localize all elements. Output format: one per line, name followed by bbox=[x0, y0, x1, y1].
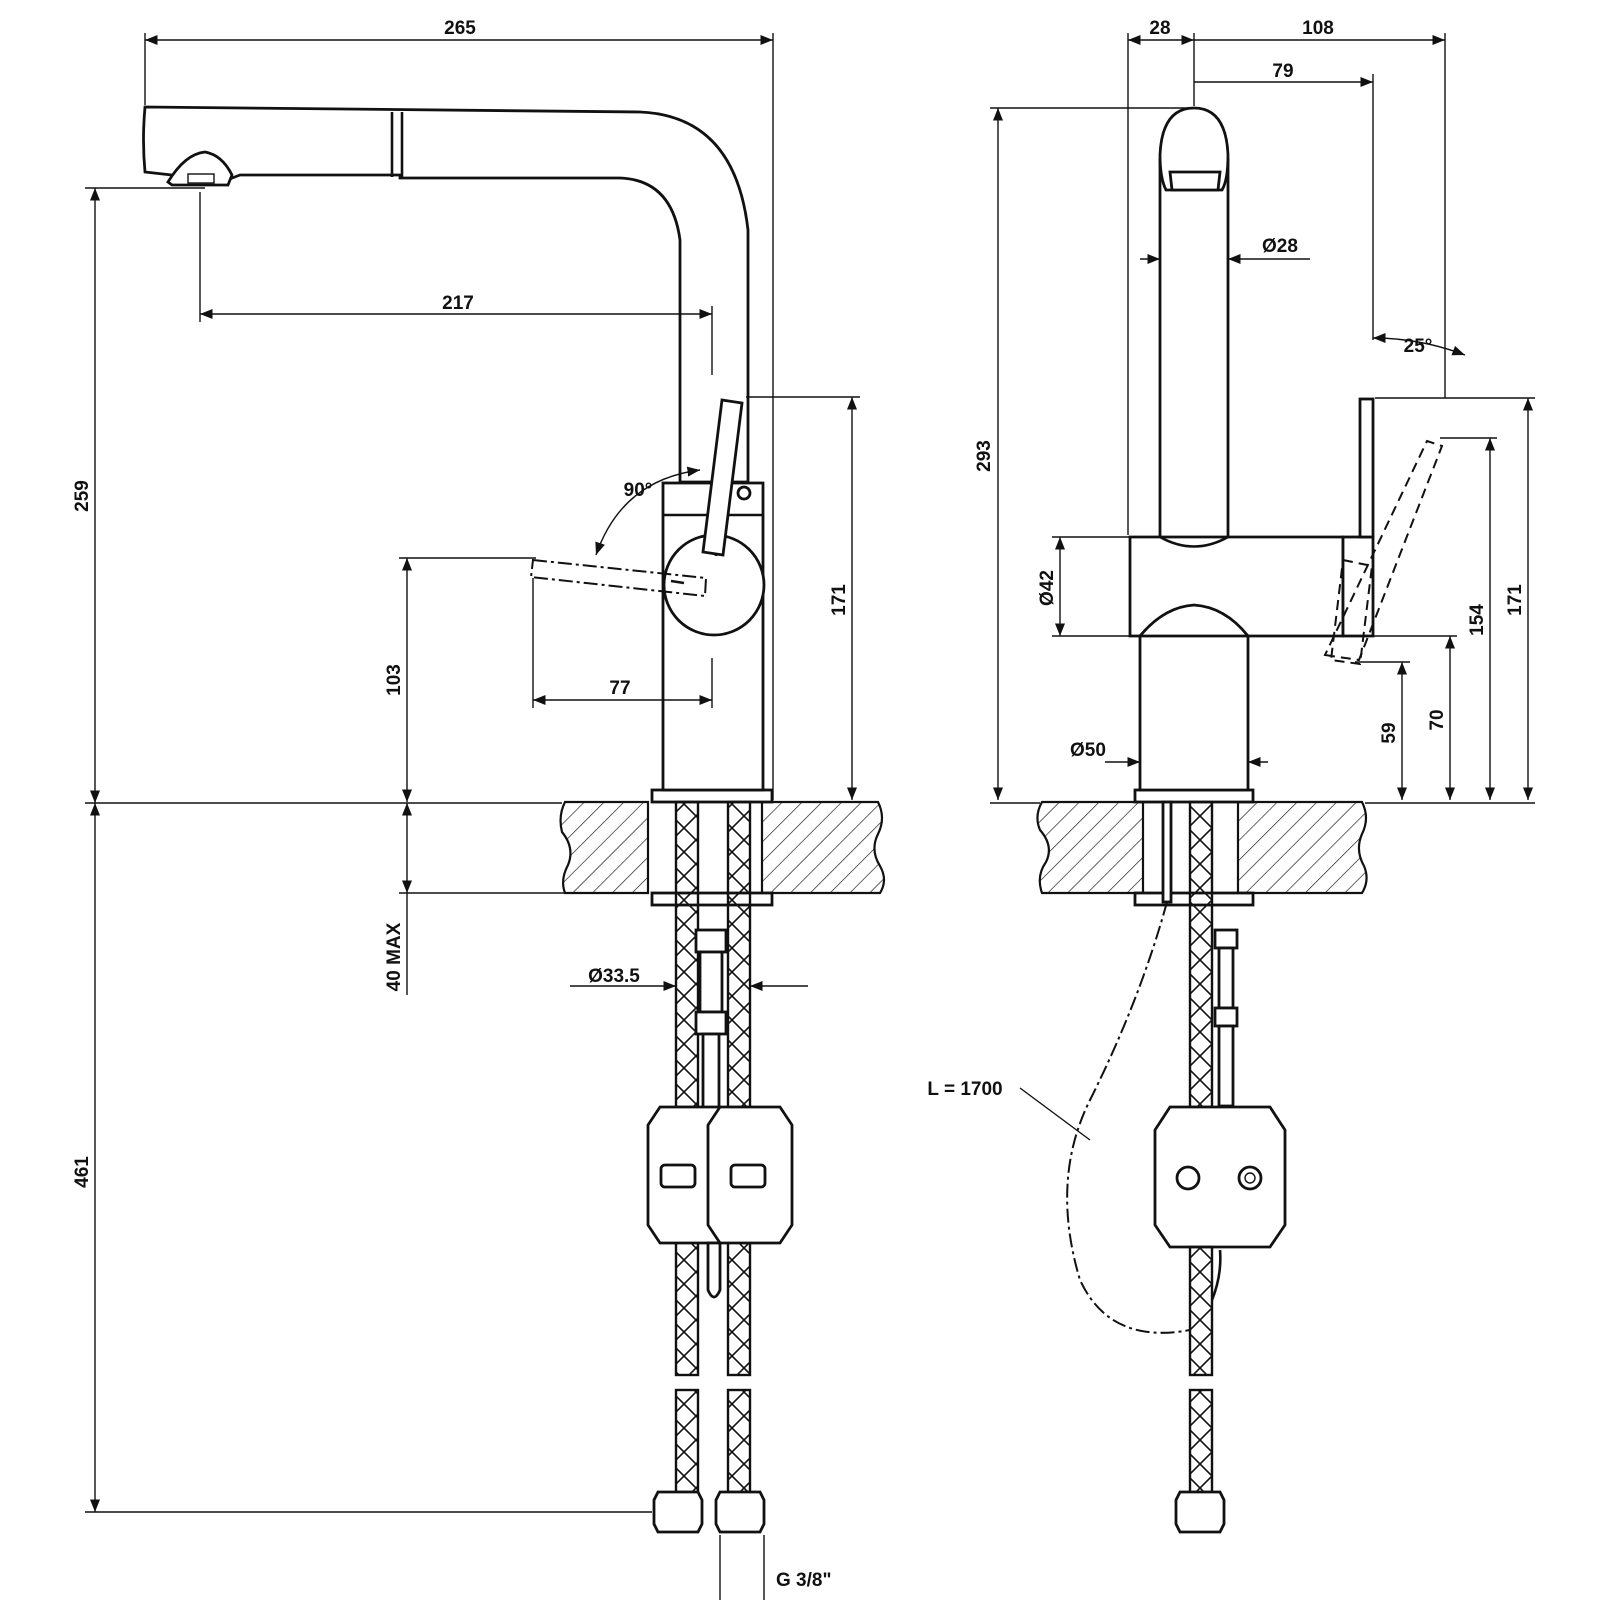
side-view: 265 217 259 171 103 77 90° 40 MAX 461 Ø3… bbox=[72, 18, 886, 1600]
dim-label-171-front: 171 bbox=[1505, 584, 1526, 616]
dim-label-259: 259 bbox=[72, 480, 93, 512]
front-view: 28 108 79 Ø28 25° 293 Ø42 154 171 59 70 … bbox=[927, 18, 1535, 1534]
dim-label-g38: G 3/8" bbox=[776, 1570, 831, 1591]
dim-label-70: 70 bbox=[1427, 709, 1448, 730]
dim-label-28: 28 bbox=[1149, 18, 1170, 39]
dim-label-265: 265 bbox=[444, 18, 476, 39]
deck-section bbox=[559, 788, 886, 907]
dim-label-154: 154 bbox=[1467, 604, 1488, 636]
hoses-front bbox=[1066, 800, 1287, 1534]
dim-label-108: 108 bbox=[1302, 18, 1334, 39]
front-dimensions bbox=[990, 33, 1535, 1141]
dim-label-l1700: L = 1700 bbox=[927, 1079, 1002, 1100]
dim-label-90deg: 90° bbox=[624, 480, 653, 501]
dim-label-461: 461 bbox=[72, 1156, 93, 1188]
dim-label-33-5: Ø33.5 bbox=[588, 966, 640, 987]
side-dimensions bbox=[85, 33, 860, 1600]
lever-tilted-front bbox=[1323, 439, 1444, 666]
dim-label-25deg: 25° bbox=[1404, 336, 1433, 357]
dim-label-293: 293 bbox=[974, 440, 995, 472]
dim-label-59: 59 bbox=[1379, 722, 1400, 743]
dim-label-d28: Ø28 bbox=[1262, 236, 1298, 257]
dim-label-103: 103 bbox=[384, 664, 405, 696]
dim-label-79: 79 bbox=[1272, 61, 1293, 82]
lever bbox=[529, 398, 752, 598]
dim-label-217: 217 bbox=[442, 293, 474, 314]
side-labels: 265 217 259 171 103 77 90° 40 MAX 461 Ø3… bbox=[72, 18, 850, 1591]
dim-label-d42: Ø42 bbox=[1037, 570, 1058, 606]
dim-label-d50: Ø50 bbox=[1070, 740, 1106, 761]
dim-label-171-side: 171 bbox=[829, 584, 850, 616]
supply-hoses bbox=[646, 800, 794, 1534]
dim-label-40max: 40 MAX bbox=[384, 922, 405, 991]
faucet-body-front bbox=[1128, 397, 1375, 792]
spout bbox=[142, 105, 750, 484]
front-labels: 28 108 79 Ø28 25° 293 Ø42 154 171 59 70 … bbox=[927, 18, 1526, 1100]
dim-label-77: 77 bbox=[609, 678, 630, 699]
spout-front bbox=[1158, 106, 1230, 542]
